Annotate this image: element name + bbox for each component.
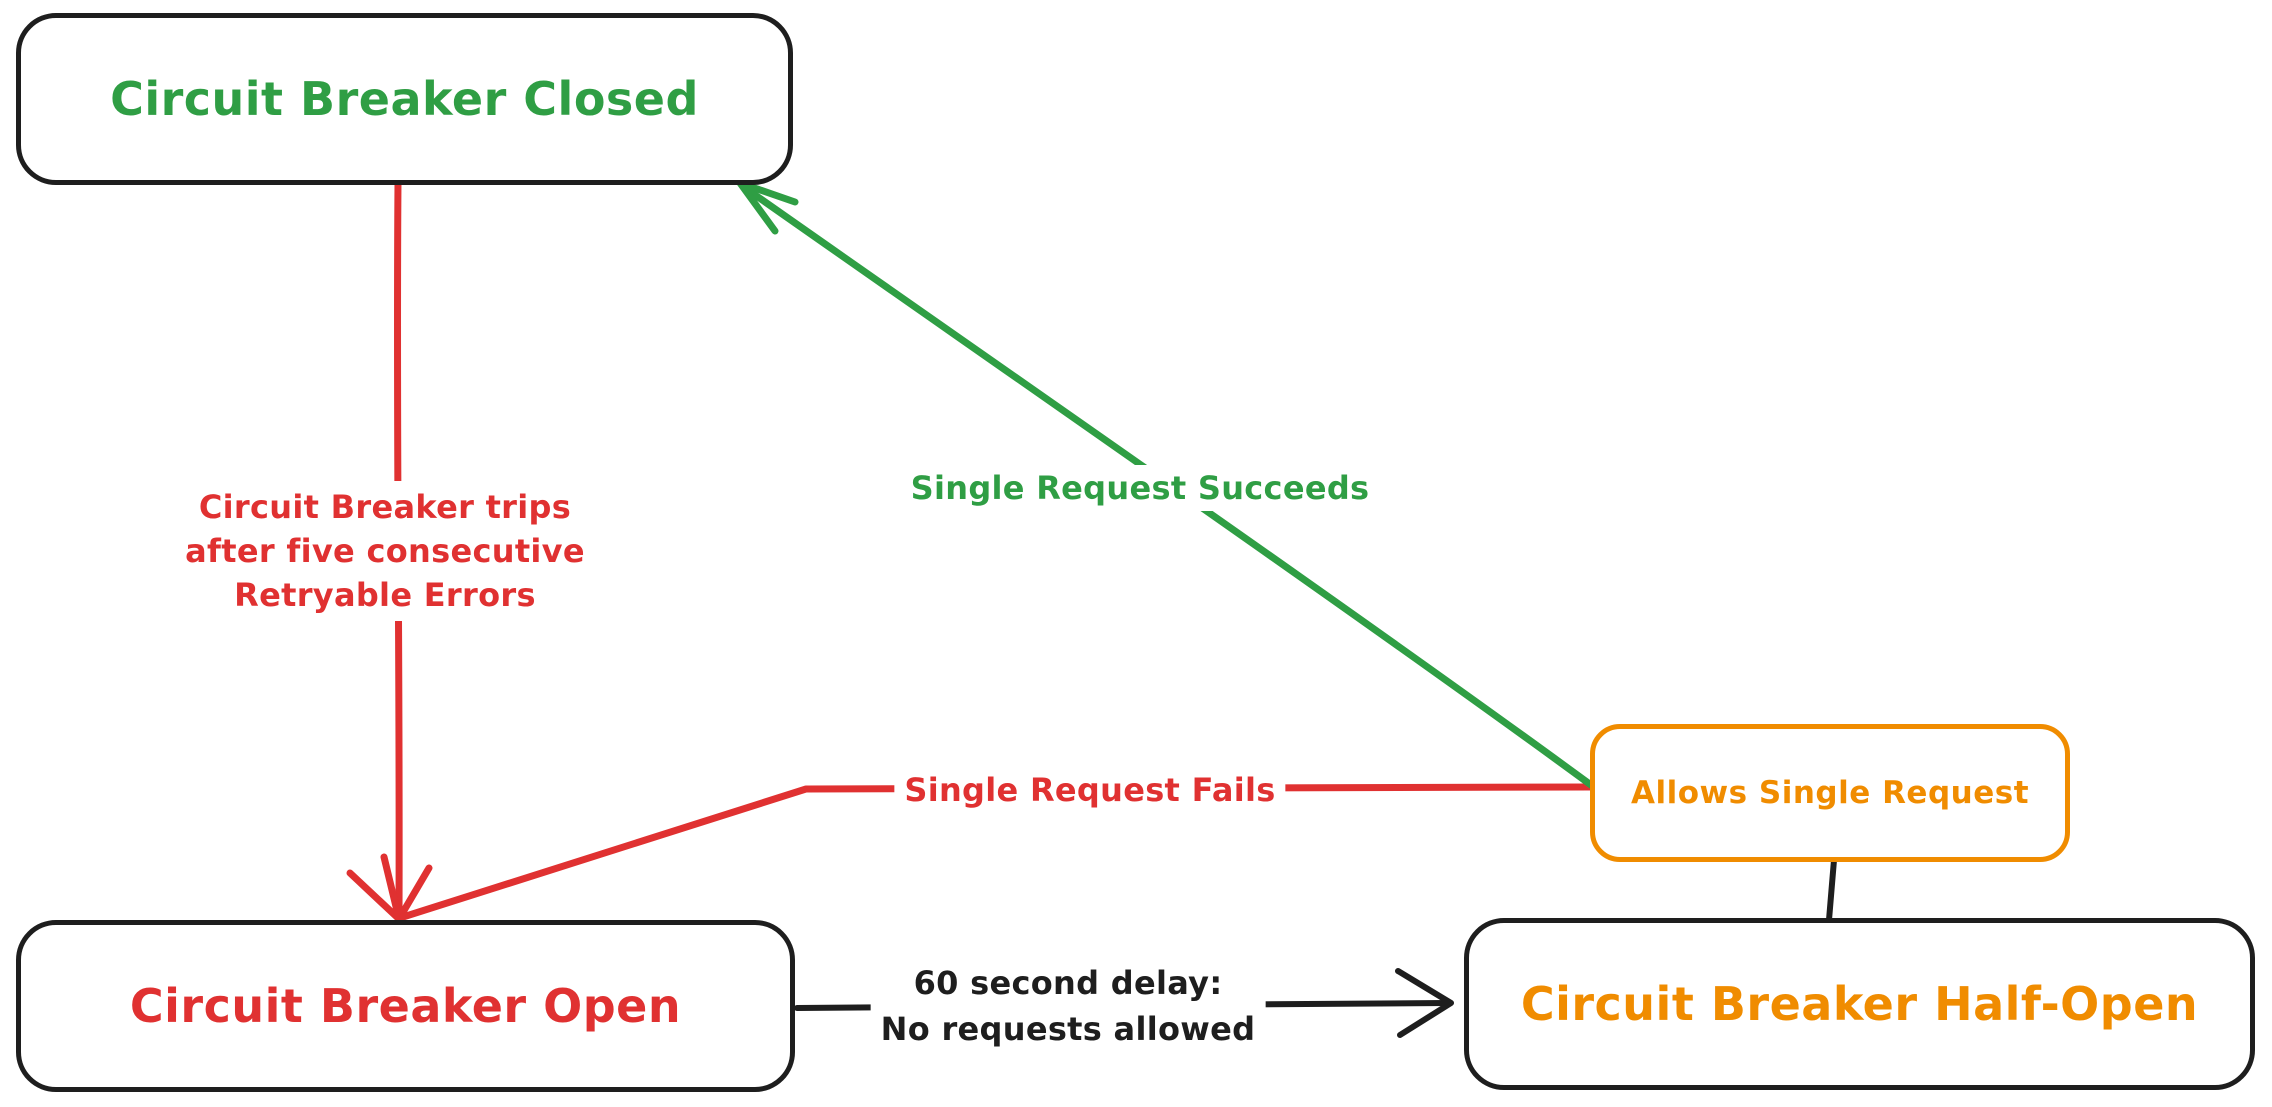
edge-label-delay: 60 second delay: No requests allowed (870, 956, 1266, 1056)
node-circuit-breaker-closed: Circuit Breaker Closed (16, 13, 793, 185)
delay-label-line-1: 60 second delay: (913, 964, 1223, 1002)
edge-label-trip: Circuit Breaker trips after five consecu… (175, 481, 595, 621)
edge-label-single-request-fails: Single Request Fails (894, 767, 1286, 813)
half-open-connector-line (1826, 857, 1837, 923)
delay-arrow-head (1395, 968, 1454, 1038)
edge-label-single-request-succeeds: Single Request Succeeds (900, 465, 1380, 511)
node-allows-label: Allows Single Request (1630, 775, 2030, 811)
node-circuit-breaker-half-open: Circuit Breaker Half-Open (1464, 918, 2255, 1090)
node-open-label: Circuit Breaker Open (129, 979, 682, 1033)
succeeds-arrow-head (736, 179, 799, 235)
fails-line-shaft (399, 783, 1595, 921)
node-circuit-breaker-open: Circuit Breaker Open (16, 920, 795, 1092)
node-half-open-label: Circuit Breaker Half-Open (1520, 977, 2199, 1031)
trip-label-line-1: Circuit Breaker trips (198, 488, 572, 526)
delay-label-line-2: No requests allowed (880, 1010, 1256, 1048)
edge-fails-line (399, 783, 1595, 921)
node-allows-single-request: Allows Single Request (1590, 724, 2070, 862)
node-closed-label: Circuit Breaker Closed (110, 72, 699, 126)
trip-label-line-2: after five consecutive (185, 532, 585, 570)
trip-label-line-3: Retryable Errors (234, 576, 536, 614)
trip-arrow-head (346, 853, 433, 923)
edge-half-open-connector (1826, 857, 1837, 923)
